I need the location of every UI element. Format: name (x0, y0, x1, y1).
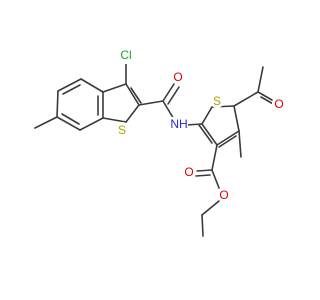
bond (198, 124, 213, 144)
atom-background (115, 122, 129, 136)
benzothiophene-sulfur-atom: S (118, 123, 126, 137)
atom-background (217, 188, 231, 202)
bond (57, 78, 82, 92)
bond (56, 90, 59, 118)
bond (201, 106, 213, 125)
atom-background (210, 94, 224, 108)
bond (62, 84, 81, 95)
bond (201, 200, 220, 216)
bond (34, 116, 58, 129)
bond (56, 116, 81, 131)
bond (257, 66, 264, 93)
bond (125, 83, 140, 106)
bond (138, 100, 164, 106)
bond (61, 113, 80, 125)
bond (216, 130, 240, 146)
ester-ether-oxygen-atom: O (219, 188, 228, 202)
atom-background (272, 97, 286, 111)
bond (185, 123, 203, 126)
ester-carbonyl-oxygen-atom: O (184, 165, 193, 179)
bond (79, 117, 104, 131)
bond (257, 91, 273, 101)
bond (233, 105, 240, 132)
chlorine-atom: Cl (120, 48, 131, 62)
bond (201, 214, 204, 237)
bond (238, 130, 242, 158)
bond (80, 78, 104, 93)
bond (211, 144, 218, 171)
atom-background (182, 165, 196, 179)
bond (211, 169, 220, 189)
bond (125, 104, 140, 123)
atom-background (170, 117, 188, 131)
bond (102, 117, 127, 123)
bond (162, 83, 175, 102)
bond (196, 169, 213, 172)
bond (167, 86, 180, 105)
structure-drawing: Cl S O NH S O O O (34, 46, 286, 237)
bond-layer (34, 63, 276, 237)
bond (218, 135, 237, 148)
acetyl-oxygen-atom: O (274, 97, 283, 111)
bond (233, 91, 259, 107)
amide-oxygen-atom: O (173, 70, 182, 84)
molecule-diagram: Cl S O NH S O O O (34, 46, 286, 237)
bond (195, 174, 211, 177)
atom-background (117, 46, 135, 64)
bond (130, 87, 142, 104)
atom-background (171, 70, 185, 84)
thiophene-sulfur-atom: S (213, 94, 221, 108)
amide-nitrogen-atom: NH (170, 117, 187, 131)
atom-layer: Cl S O NH S O O O (115, 46, 286, 202)
bond (201, 123, 218, 146)
bond (102, 83, 127, 93)
